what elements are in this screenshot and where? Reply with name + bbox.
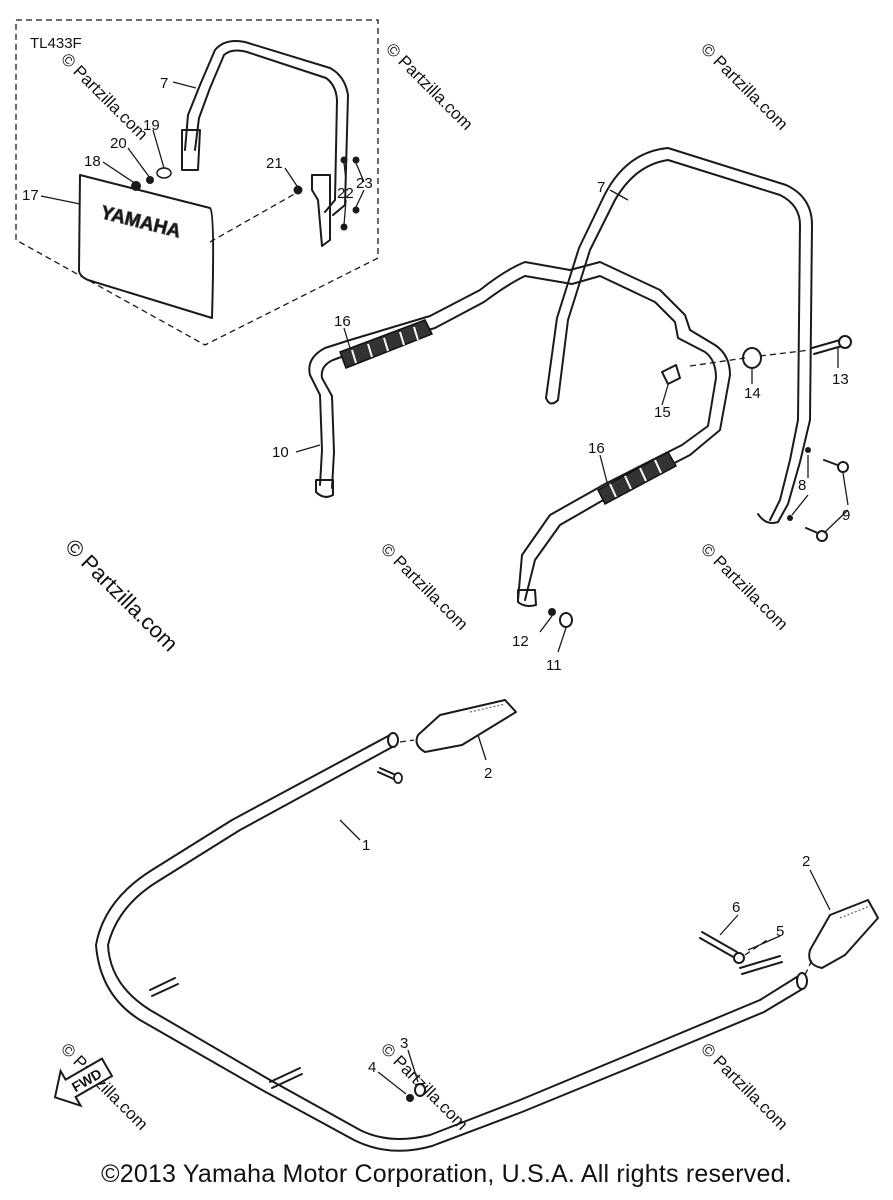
watermark-faint: © Partzilla.com <box>697 39 791 133</box>
watermark-faint: © Partzilla.com <box>697 539 791 633</box>
callout-11: 11 <box>546 657 562 674</box>
callout-20: 20 <box>110 135 127 152</box>
callout-6: 6 <box>732 899 740 916</box>
bumper-1 <box>95 732 808 1152</box>
backrest-bar-7 <box>545 147 813 524</box>
callout-2-right: 2 <box>802 853 810 870</box>
callout-19: 19 <box>143 117 160 134</box>
faint-watermarks: © Partzilla.com © Partzilla.com © Partzi… <box>57 39 791 1133</box>
lower-hardware <box>406 931 771 1102</box>
callout-7-inset: 7 <box>160 75 168 92</box>
callout-16-right: 16 <box>588 440 605 457</box>
callout-1: 1 <box>362 837 370 854</box>
grip-16-right <box>597 450 678 506</box>
number-plate: YAMAHA <box>78 174 215 319</box>
end-cap-2-right <box>804 899 879 976</box>
callout-7: 7 <box>597 179 605 196</box>
watermark-main: © Partzilla.com <box>60 534 183 657</box>
callout-18: 18 <box>84 153 101 170</box>
callout-8: 8 <box>798 477 806 494</box>
callout-3: 3 <box>400 1035 408 1052</box>
callout-17: 17 <box>22 187 39 204</box>
callout-22: 22 <box>337 185 354 202</box>
callout-9: 9 <box>842 507 850 524</box>
watermark-faint: © Partzilla.com <box>382 39 476 133</box>
callout-5: 5 <box>776 923 784 940</box>
inset-model-code: TL433F <box>30 35 82 52</box>
end-cap-2-top <box>399 699 517 753</box>
callout-10: 10 <box>272 444 289 461</box>
inset-bar <box>181 40 349 247</box>
inset-hardware <box>131 156 360 231</box>
inset-leaders <box>40 81 365 226</box>
callout-14: 14 <box>744 385 761 402</box>
callout-16-left: 16 <box>334 313 351 330</box>
grip-16-left <box>339 319 434 369</box>
grab-bar-10 <box>308 261 731 607</box>
lower-leaders <box>339 734 831 1095</box>
callout-12: 12 <box>512 633 529 650</box>
callout-15: 15 <box>654 404 671 421</box>
callout-23: 23 <box>356 175 373 192</box>
callout-4: 4 <box>368 1059 376 1076</box>
copyright-notice: ©2013 Yamaha Motor Corporation, U.S.A. A… <box>101 1160 792 1188</box>
watermark-faint: © Partzilla.com <box>377 539 471 633</box>
callout-13: 13 <box>832 371 849 388</box>
callout-21: 21 <box>266 155 283 172</box>
watermark-faint: © Partzilla.com <box>57 49 151 143</box>
watermark-faint: © Partzilla.com <box>697 1039 791 1133</box>
plate-lettering: YAMAHA <box>99 202 184 242</box>
upper-leaders <box>295 189 849 653</box>
callout-2-top: 2 <box>484 765 492 782</box>
